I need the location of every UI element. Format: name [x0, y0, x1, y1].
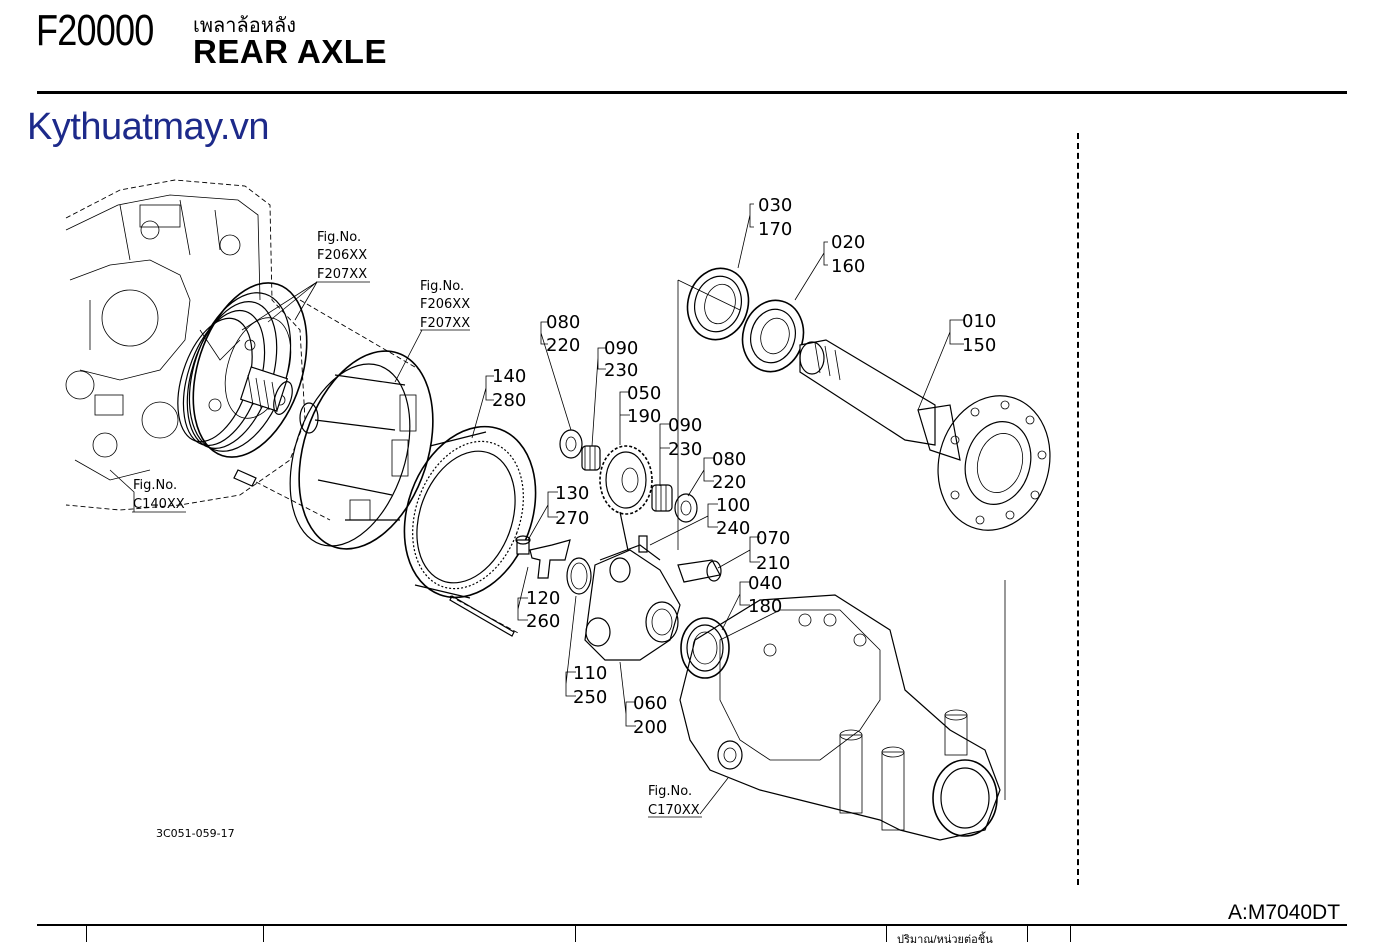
bolt-130: [516, 539, 530, 555]
oil-seal-020: [741, 299, 805, 373]
callout-090: 090: [604, 338, 638, 359]
callout-090b: 090: [668, 415, 702, 436]
callout-140: 140: [492, 366, 526, 387]
callout-180: 180: [748, 596, 782, 617]
brake-cage: [289, 350, 434, 550]
callout-050: 050: [627, 383, 661, 404]
watermark-text: Kythuatmay.vn: [27, 106, 270, 148]
table-divider: [86, 926, 87, 942]
table-divider: [1027, 926, 1028, 942]
oil-seal-030: [686, 267, 750, 341]
callout-100: 100: [716, 495, 750, 516]
leader-lines: [109, 203, 964, 818]
callout-160: 160: [831, 256, 865, 277]
callout-240: 240: [716, 518, 750, 539]
table-divider: [886, 926, 887, 942]
callout-150: 150: [962, 335, 996, 356]
fig-ref-3-code: C140XX: [133, 497, 185, 512]
table-divider: [1070, 926, 1071, 942]
callout-130: 130: [555, 483, 589, 504]
table-header-quantity: ปริมาณ/หน่วยต่อชิ้น: [897, 934, 993, 946]
page-code: F20000: [36, 6, 154, 55]
callout-190: 190: [627, 406, 661, 427]
planet-carrier: [584, 544, 681, 661]
callout-110: 110: [573, 663, 607, 684]
axle-shaft: [799, 339, 1051, 531]
callout-030: 030: [758, 195, 792, 216]
fig-ref-3-label: Fig.No.: [133, 478, 177, 493]
table-divider: [263, 926, 264, 942]
callout-220b: 220: [712, 472, 746, 493]
callout-280: 280: [492, 390, 526, 411]
planet-pin: [677, 559, 722, 583]
page-title: REAR AXLE: [193, 33, 387, 70]
table-divider: [575, 926, 576, 942]
fig-ref-1-label: Fig.No.: [317, 230, 361, 245]
transmission-case: [65, 179, 306, 511]
figure-references: Fig.No. F206XX F207XX Fig.No. F206XX F20…: [133, 230, 700, 818]
callout-250: 250: [573, 687, 607, 708]
fig-ref-1-code-a: F206XX: [317, 248, 367, 263]
fig-ref-2-label: Fig.No.: [420, 279, 464, 294]
fig-ref-4-label: Fig.No.: [648, 784, 692, 799]
callout-120: 120: [526, 588, 560, 609]
title-thai: เพลาล้อหลัง: [193, 15, 296, 37]
callout-040: 040: [748, 573, 782, 594]
axle-case: [677, 279, 1006, 841]
callout-060: 060: [633, 693, 667, 714]
fig-ref-2-code-b: F207XX: [420, 316, 470, 331]
callout-230: 230: [604, 360, 638, 381]
brake-disc-pack: [177, 282, 421, 521]
bearing-040: [680, 617, 730, 679]
callout-270: 270: [555, 508, 589, 529]
section-divider: [1077, 133, 1079, 885]
callout-200: 200: [633, 717, 667, 738]
planet-gear: [599, 445, 698, 561]
callout-170: 170: [758, 219, 792, 240]
fig-ref-4-code: C170XX: [648, 803, 700, 818]
callout-230b: 230: [668, 439, 702, 460]
model-code: A:M7040DT: [1228, 901, 1341, 924]
callout-260: 260: [526, 611, 560, 632]
footer-rule: [37, 924, 1347, 926]
drawing-reference: 3C051-059-17: [156, 827, 235, 840]
callout-010: 010: [962, 311, 996, 332]
callout-080b: 080: [712, 449, 746, 470]
callout-080: 080: [546, 312, 580, 333]
callout-labels: 030 170 020 160 010 150 080 220 090 230 …: [492, 195, 996, 738]
header-rule: [37, 91, 1347, 94]
fig-ref-1-code-b: F207XX: [317, 267, 367, 282]
fig-ref-2-code-a: F206XX: [420, 297, 470, 312]
callout-070: 070: [756, 528, 790, 549]
ring-gear: [403, 425, 537, 637]
callout-210: 210: [756, 553, 790, 574]
callout-020: 020: [831, 232, 865, 253]
callout-220: 220: [546, 335, 580, 356]
